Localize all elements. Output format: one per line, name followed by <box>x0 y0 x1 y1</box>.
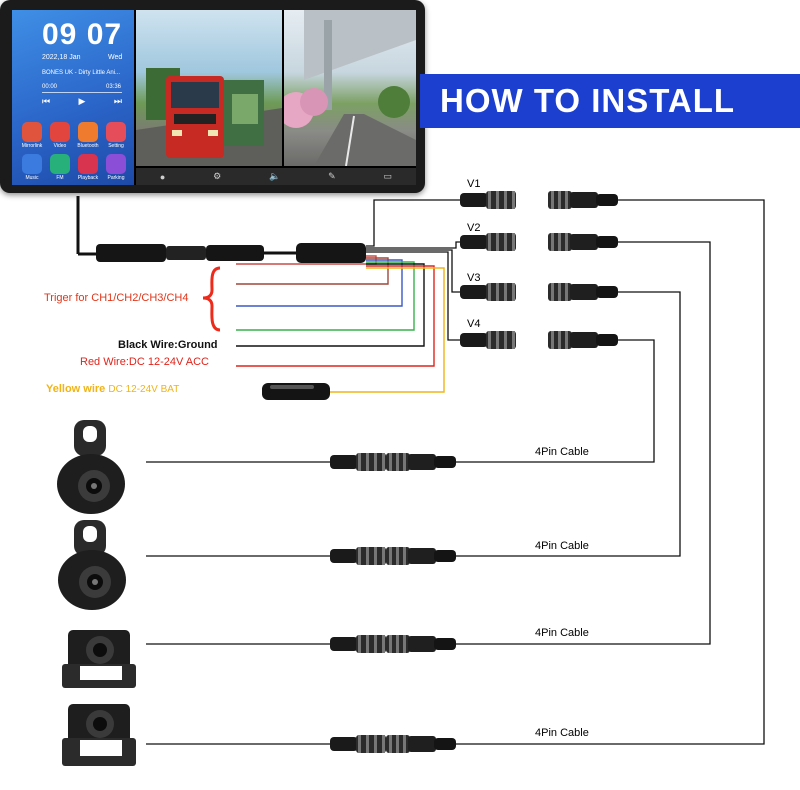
progress-bar[interactable] <box>42 92 122 93</box>
record-icon[interactable]: ● <box>159 171 166 182</box>
car-monitor: 09 07 2022,18 Jan Wed BONES UK - Dirty L… <box>0 0 425 193</box>
cable-label-3: 4Pin Cable <box>535 627 589 639</box>
video-branch-lines <box>366 199 460 341</box>
app-tile-mirrorlink[interactable] <box>22 122 42 142</box>
date-text: 2022,18 Jan <box>42 54 81 61</box>
camera-view-truck <box>136 10 282 166</box>
app-tile-video[interactable] <box>50 122 70 142</box>
camera-box-1 <box>62 630 136 688</box>
clock-text: 09 07 <box>42 18 123 51</box>
time-start: 00:00 <box>42 84 58 90</box>
app-label: Parking <box>107 175 125 181</box>
app-tile-fm[interactable] <box>50 154 70 174</box>
road-image <box>284 10 416 166</box>
power-cable <box>76 196 366 263</box>
bottom-bar: ● ⚙ 🔈 ✎ ▭ <box>136 168 416 185</box>
screen-icon[interactable]: ▭ <box>383 171 393 181</box>
channel-connectors <box>460 191 618 349</box>
time-end: 03:36 <box>106 84 122 90</box>
trigger-wires <box>236 255 445 393</box>
fuse-holder <box>262 383 330 400</box>
settings-icon[interactable]: ⚙ <box>213 171 222 181</box>
yellow-wire-label: Yellow wire DC 12-24V BAT <box>46 383 179 395</box>
app-label: Video <box>53 143 67 149</box>
play-icon[interactable]: ▶ <box>78 96 86 106</box>
install-banner <box>420 74 800 128</box>
camera-dome-1 <box>57 420 125 514</box>
monitor-screen: 09 07 2022,18 Jan Wed BONES UK - Dirty L… <box>12 10 416 185</box>
cable-label-1: 4Pin Cable <box>535 446 589 458</box>
app-label: Mirrorlink <box>21 143 43 149</box>
trigger-brace <box>202 266 221 332</box>
red-wire-value: DC 12-24V ACC <box>128 356 209 368</box>
cable-label-2: 4Pin Cable <box>535 540 589 552</box>
channel-to-camera-lines <box>452 199 765 745</box>
channel-label-v3: V3 <box>467 272 481 284</box>
camera-dome-2 <box>58 520 126 610</box>
previous-icon[interactable]: ⏮ <box>42 96 51 106</box>
song-title: BONES UK - Dirty Little Ani... <box>42 70 121 76</box>
app-label: FM <box>56 175 64 181</box>
red-wire-prefix: Red Wire: <box>80 356 129 368</box>
camera-cables <box>146 453 456 753</box>
channel-label-v2: V2 <box>467 222 481 234</box>
next-icon[interactable]: ⏭ <box>113 96 122 106</box>
weekday-text: Wed <box>108 54 123 61</box>
truck-image <box>136 68 282 166</box>
app-label: Music <box>25 175 39 181</box>
black-wire-label: Black Wire:Ground <box>118 339 218 351</box>
banner-title: HOW TO INSTALL <box>440 82 736 119</box>
app-tile-setting[interactable] <box>106 122 126 142</box>
cable-label-4: 4Pin Cable <box>535 727 589 739</box>
app-tile-music[interactable] <box>22 154 42 174</box>
volume-icon[interactable]: 🔈 <box>269 171 281 181</box>
home-panel: 09 07 2022,18 Jan Wed BONES UK - Dirty L… <box>12 10 134 185</box>
app-label: Playback <box>77 175 99 181</box>
yellow-wire-prefix: Yellow wire <box>46 383 106 395</box>
trigger-label: Triger for CH1/CH2/CH3/CH4 <box>44 292 189 304</box>
camera-box-2 <box>62 704 136 766</box>
red-wire-label: Red Wire:DC 12-24V ACC <box>80 356 209 368</box>
app-tile-parking[interactable] <box>106 154 126 174</box>
yellow-wire-value: DC 12-24V BAT <box>108 384 180 395</box>
camera-view-road <box>284 10 416 166</box>
channel-label-v1: V1 <box>467 178 481 190</box>
app-tile-playback[interactable] <box>78 154 98 174</box>
app-label: Setting <box>108 143 124 149</box>
mute-mic-icon[interactable]: ✎ <box>328 171 336 181</box>
app-tile-bluetooth[interactable] <box>78 122 98 142</box>
player-controls: ⏮ ▶ ⏭ <box>42 96 122 107</box>
channel-label-v4: V4 <box>467 318 481 330</box>
app-label: Bluetooth <box>77 143 99 149</box>
